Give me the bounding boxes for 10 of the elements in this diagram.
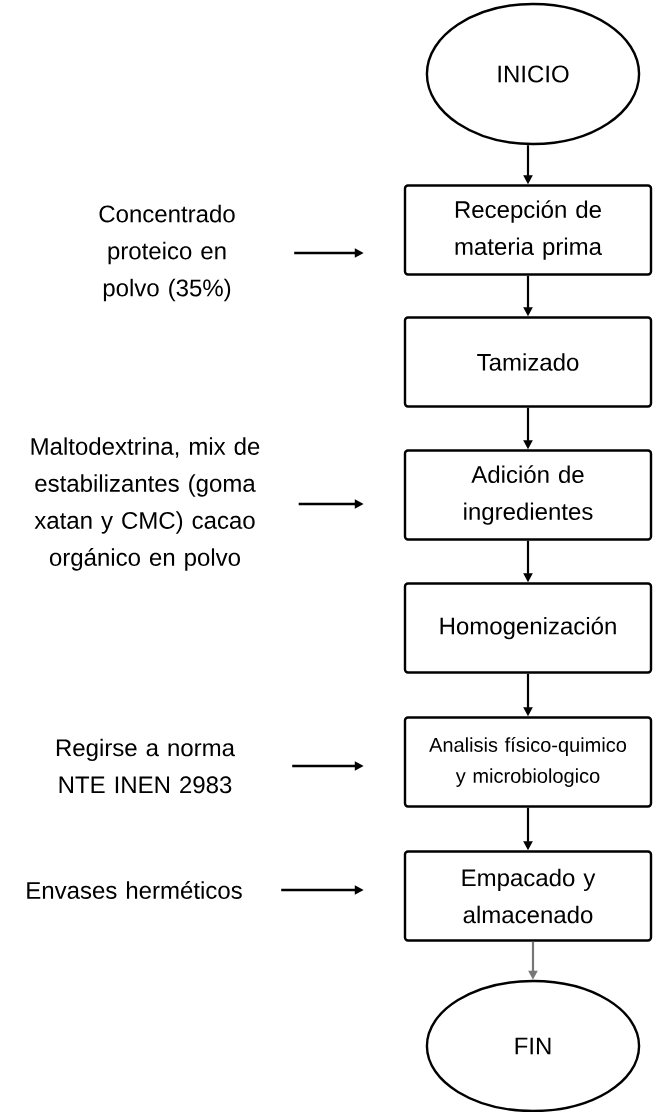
process-box: Empacado y almacenado	[403, 850, 653, 942]
process-box: Recepción de materia prima	[403, 184, 653, 276]
process-box: Adición de ingredientes	[403, 449, 653, 541]
input-text: Envases herméticos	[27, 881, 242, 899]
process-box: Analisis físico-quimico y microbiologico	[403, 716, 653, 808]
process-box: Tamizado	[403, 316, 653, 408]
process-box: Homogenización	[403, 582, 653, 674]
input-text: Maltodextrina, mix de estabilizantes (goma xatan y CMC) cacao orgánico en polvo	[31, 437, 260, 571]
input-text: Regirse a norma NTE INEN 2983	[56, 738, 235, 794]
input-text: Concentrado proteico en polvo (35%)	[99, 204, 235, 302]
